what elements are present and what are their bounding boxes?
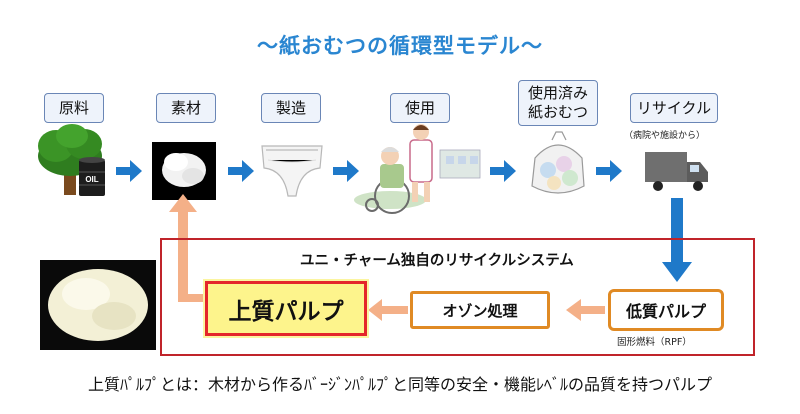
ozone-treatment-box: オゾン処理 (410, 291, 550, 329)
arrow-high-pulp-to-material (169, 194, 203, 302)
footer-definition: 上質ﾊﾟﾙﾌﾟとは：木材から作るﾊﾞｰｼﾞﾝﾊﾟﾙﾌﾟと同等の安全・機能ﾚﾍﾞﾙ… (87, 375, 712, 394)
oil-drum-illustration: OIL (79, 157, 105, 196)
high-quality-pulp-box: 上質パルプ (203, 279, 369, 338)
diagram-title: 〜紙おむつの循環型モデル〜 (257, 34, 543, 58)
step-label-manufacture: 製造 (261, 93, 321, 123)
oil-label: OIL (85, 175, 98, 184)
step-label-recycle: リサイクル (630, 93, 718, 123)
arrow-recycle-to-low-pulp (662, 198, 692, 282)
tree-illustration (38, 124, 102, 195)
arrow-low-pulp-to-ozone (566, 299, 605, 321)
low-quality-pulp-note: 固形燃料（RPF） (617, 337, 692, 348)
diaper-illustration (261, 145, 323, 197)
arrow-manufacture-to-use (333, 160, 359, 182)
arrow-use-to-used (490, 160, 516, 182)
truck-illustration (645, 152, 708, 191)
recycling-system-frame (160, 238, 755, 356)
step-label-material: 素材 (156, 93, 216, 123)
high-pulp-photo (40, 260, 156, 350)
arrow-material-to-manufacture (228, 160, 254, 182)
flow-arrows-recycle (169, 194, 605, 321)
used-diaper-bag-illustration (531, 131, 585, 194)
step-label-raw-material: 原料 (44, 93, 104, 123)
flow-arrows-top (116, 160, 692, 282)
step-label-use: 使用 (390, 93, 450, 123)
pulp-material-photo (152, 142, 216, 200)
arrow-ozone-to-high-pulp (368, 299, 408, 321)
caregiver-wheelchair-illustration (354, 124, 481, 214)
low-quality-pulp-box: 低質パルプ (608, 289, 724, 331)
step-label-used-diapers: 使用済み 紙おむつ (518, 80, 598, 126)
recycle-source-note: （病院や施設から） (624, 131, 706, 141)
arrow-used-to-recycle (596, 160, 622, 182)
arrow-raw-to-material (116, 160, 142, 182)
recycling-system-title: ユニ・チャーム独自のリサイクルシステム (300, 253, 574, 269)
